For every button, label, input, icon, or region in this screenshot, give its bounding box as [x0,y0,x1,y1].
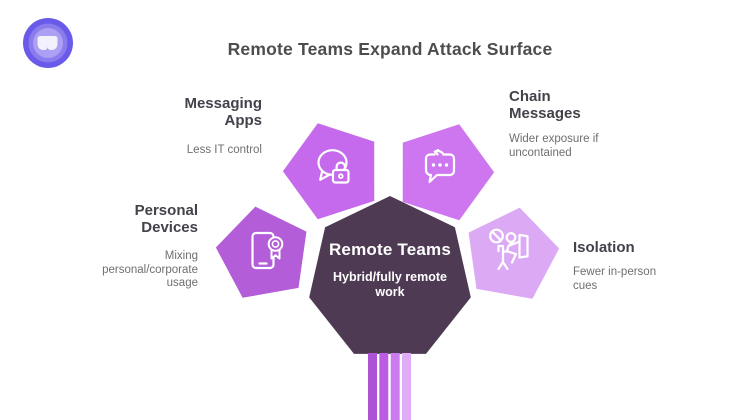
chat-forward-icon [424,149,456,184]
center-text-block: Remote Teams Hybrid/fully remote work [307,240,473,299]
pentagon-personal-devices [215,206,307,298]
desc-messaging-apps: Less IT control [186,144,262,156]
phone-badge-icon [251,231,284,270]
label-chain-messages: Chain Messages [509,88,581,122]
label-isolation: Isolation [573,239,635,256]
stem-stripe [379,353,389,420]
stem-stripe [402,353,411,420]
chat-crown-icon [37,36,58,50]
center-heptagon [309,196,471,354]
pentagon-messaging-apps [282,123,375,220]
label-messaging-apps: Messaging Apps [184,95,262,129]
pentagon-chain-messages [402,124,495,221]
badge-circle [267,236,284,252]
logo [23,18,73,68]
stem-stripes [368,353,411,420]
desc-personal-devices: Mixing personal/corporate usage [102,250,198,289]
pentagon-shape [402,124,495,221]
desc-chain-messages: Wider exposure if uncontained [509,133,599,159]
page-title: Remote Teams Expand Attack Surface [227,39,553,59]
pentagon-shape [215,206,307,298]
stem-stripe [368,353,377,420]
heptagon-shape [309,196,471,354]
center-subtitle: Hybrid/fully remote work [333,270,447,299]
label-personal-devices: Personal Devices [134,202,198,236]
desc-isolation: Fewer in-person cues [573,266,657,292]
person-desk-icon [489,228,529,271]
chat-lock-icon [317,149,350,184]
lock-body [331,168,350,184]
center-title: Remote Teams [328,240,452,259]
pentagon-shape [282,123,375,220]
stem-stripe [390,353,400,420]
